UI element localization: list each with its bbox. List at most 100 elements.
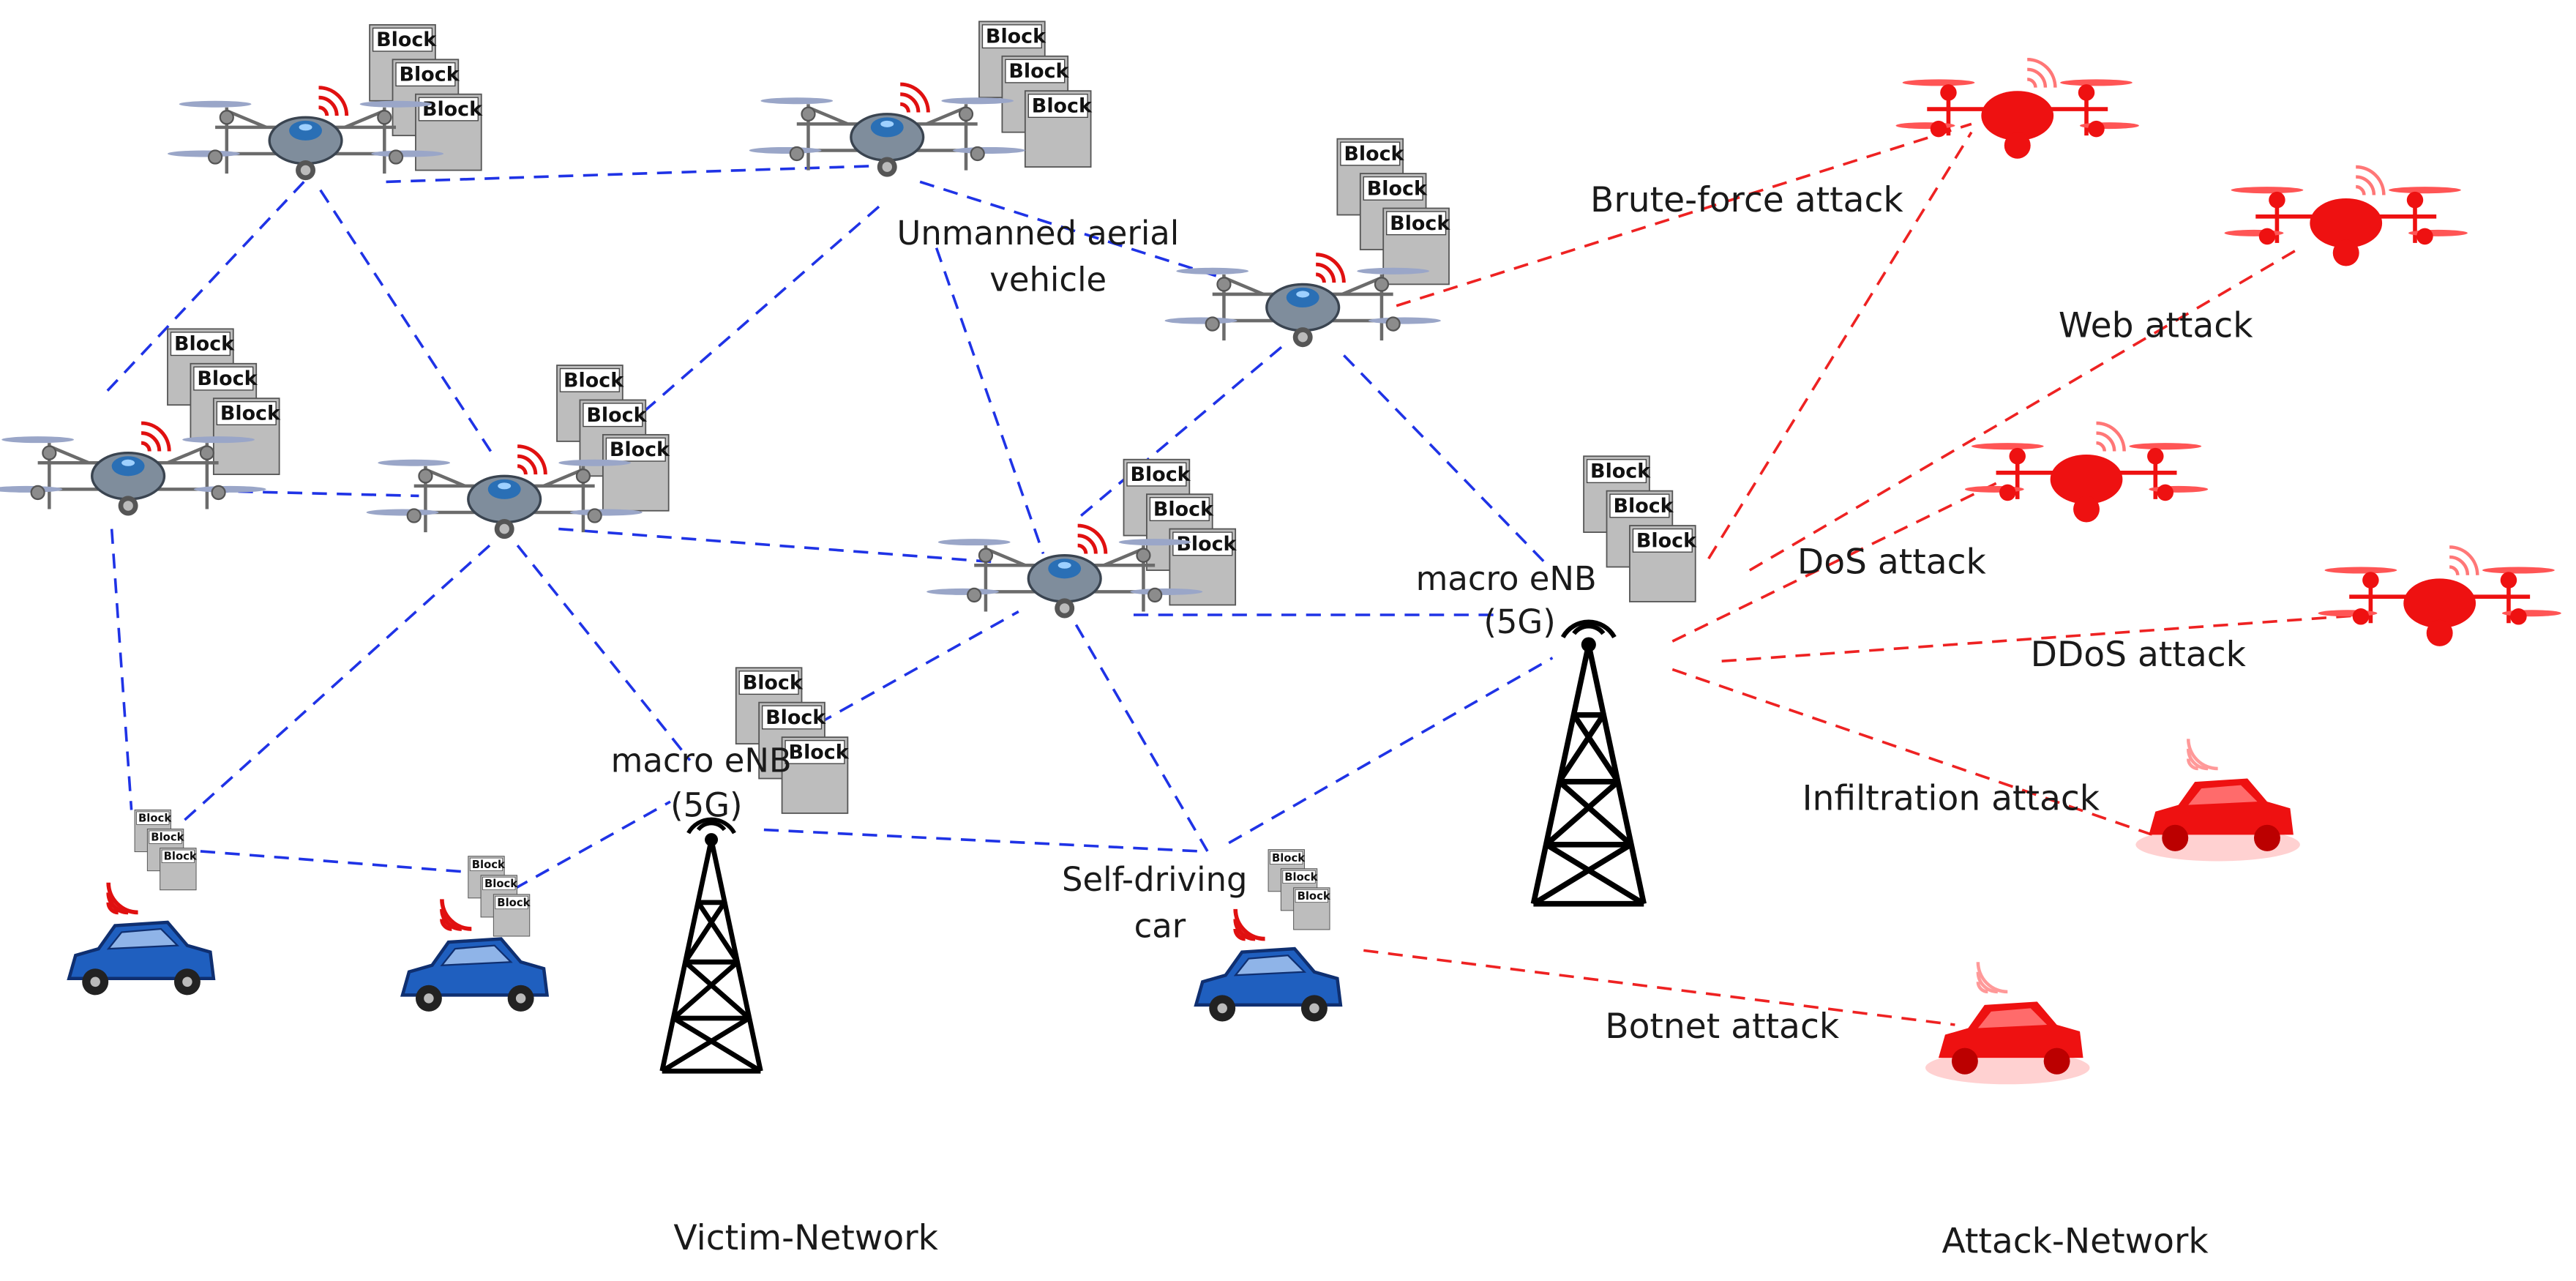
- attack-network-label: Attack-Network: [1942, 1221, 2209, 1261]
- attack-label: DDoS attack: [2031, 635, 2247, 675]
- link: [319, 189, 494, 455]
- svg-text:Block: Block: [986, 26, 1046, 48]
- block-stack: Block Block Block: [978, 20, 1093, 168]
- car-icon: [69, 883, 214, 996]
- link: [1228, 657, 1554, 845]
- link: [110, 529, 133, 810]
- block-stack: Block Block Block: [1268, 849, 1331, 930]
- attack-links: [1363, 122, 2366, 1026]
- drone-icon: [749, 84, 1025, 176]
- svg-text:Block: Block: [610, 438, 670, 461]
- link: [1748, 247, 2301, 572]
- link: [795, 610, 1019, 737]
- link: [763, 828, 1199, 853]
- block-stack: Block Block Block: [735, 667, 850, 814]
- link: [1396, 122, 1972, 307]
- svg-text:Block: Block: [1344, 143, 1404, 165]
- labels: Unmanned aerial vehicle macro eNB (5G) m…: [611, 180, 2253, 1262]
- link: [386, 164, 896, 184]
- svg-text:Block: Block: [1008, 60, 1069, 83]
- svg-text:Block: Block: [220, 402, 281, 425]
- svg-text:Block: Block: [1284, 870, 1318, 884]
- block-stack: Block Block Block: [468, 856, 531, 937]
- link: [935, 247, 1045, 555]
- victim-network-label: Victim-Network: [673, 1218, 938, 1258]
- svg-text:Block: Block: [422, 98, 483, 121]
- svg-text:Block: Block: [1390, 212, 1450, 235]
- self-driving-car-label: Self-driving car: [1062, 860, 1258, 945]
- svg-text:Block: Block: [789, 741, 850, 763]
- drone-icon: [367, 447, 643, 539]
- block-stack: Block Block Block: [1123, 458, 1237, 606]
- svg-text:Block: Block: [400, 64, 460, 86]
- svg-text:Block: Block: [1367, 177, 1428, 200]
- link: [1671, 478, 2005, 643]
- uav-label: Unmanned aerial vehicle: [896, 214, 1189, 299]
- svg-text:Block: Block: [1636, 529, 1697, 552]
- svg-text:Block: Block: [497, 896, 531, 909]
- svg-text:Block: Block: [1272, 851, 1306, 864]
- cell-tower-icon: [1533, 622, 1644, 904]
- link: [176, 544, 491, 828]
- link: [632, 205, 880, 423]
- victim-links: [100, 164, 1554, 903]
- cell-tower-icon: [662, 819, 761, 1071]
- svg-text:Block: Block: [472, 858, 506, 871]
- svg-text:Block: Block: [1130, 463, 1191, 486]
- svg-text:Block: Block: [151, 831, 184, 844]
- link: [1707, 131, 1973, 560]
- link: [558, 527, 995, 564]
- attacker-drone-icon: [2225, 167, 2468, 266]
- svg-text:Block: Block: [1298, 889, 1331, 903]
- svg-text:Block: Block: [1032, 94, 1093, 117]
- link: [919, 180, 1233, 283]
- attacker-drone-icon: [2318, 547, 2561, 646]
- link: [1074, 624, 1209, 852]
- svg-text:Block: Block: [138, 812, 172, 825]
- svg-text:Block: Block: [743, 672, 804, 695]
- svg-text:Block: Block: [1590, 460, 1651, 483]
- link: [1343, 354, 1546, 564]
- svg-text:Block: Block: [164, 850, 198, 863]
- attack-label: Botnet attack: [1605, 1006, 1840, 1047]
- attack-label: DoS attack: [1797, 542, 1987, 582]
- link: [1363, 949, 1955, 1026]
- svg-text:Block: Block: [586, 404, 647, 427]
- link: [492, 800, 671, 903]
- link: [1079, 346, 1283, 517]
- svg-text:Block: Block: [1613, 495, 1674, 518]
- block-stack: Block Block Block: [1336, 138, 1450, 285]
- svg-text:Block: Block: [765, 706, 826, 729]
- attackers: [1896, 59, 2561, 1084]
- link: [200, 850, 477, 875]
- link: [516, 545, 692, 761]
- block-stack: Block Block Block: [556, 365, 670, 512]
- attacker-drone-icon: [1965, 423, 2208, 522]
- drone-icon: [926, 526, 1202, 618]
- uav-label-line1: Unmanned aerial: [896, 214, 1179, 253]
- attack-label: Infiltration attack: [1802, 778, 2100, 818]
- attacker-car-icon: [1925, 962, 2089, 1084]
- block-stack: Block Block Block: [369, 23, 483, 171]
- macro-enb-label-right: macro eNB (5G): [1416, 559, 1607, 641]
- link: [1721, 613, 2366, 663]
- block-stack: Block Block Block: [167, 328, 281, 475]
- attack-label: Web attack: [2059, 306, 2253, 346]
- drone-icon: [1165, 255, 1441, 347]
- svg-text:Block: Block: [564, 369, 624, 392]
- block-stack: Block Block Block: [1583, 455, 1697, 602]
- svg-text:Block: Block: [174, 333, 235, 356]
- svg-text:Block: Block: [484, 877, 518, 890]
- attacker-car-icon: [2135, 739, 2299, 861]
- svg-text:Block: Block: [1153, 498, 1214, 520]
- svg-text:Block: Block: [376, 29, 437, 51]
- attacker-drone-icon: [1896, 59, 2139, 158]
- macro-enb-label-left: macro eNB (5G): [611, 741, 802, 824]
- svg-text:Block: Block: [197, 367, 258, 390]
- uav-label-line2: vehicle: [989, 260, 1107, 299]
- block-stack: Block Block Block: [134, 809, 198, 891]
- link: [1671, 668, 2153, 837]
- blockchain-blocks: Block Block Block Block Block Block Bloc…: [134, 20, 1697, 937]
- attack-label: Brute-force attack: [1590, 180, 1903, 220]
